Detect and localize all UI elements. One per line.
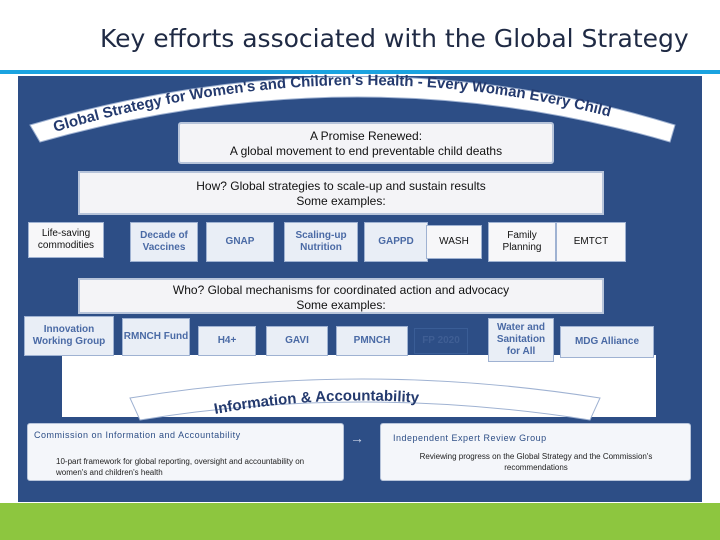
promise-box: A Promise Renewed: A global movement to … [178, 122, 554, 164]
who-line2: Some examples: [296, 298, 386, 312]
review-group-box: Independent Expert Review Group Reviewin… [380, 423, 691, 481]
strategy-chip: Family Planning [488, 222, 556, 262]
how-box: How? Global strategies to scale-up and s… [78, 171, 604, 215]
promise-line1: A Promise Renewed: [309, 129, 423, 143]
how-line2: Some examples: [296, 194, 386, 208]
mechanism-chip: H4+ [198, 326, 256, 356]
mechanism-chip: FP 2020 [414, 328, 468, 354]
mechanism-chip: Water and Sanitation for All [488, 318, 554, 362]
strategy-chip: Life-saving commodities [28, 222, 104, 258]
page-title: Key efforts associated with the Global S… [100, 24, 689, 53]
strategy-chip: Scaling-up Nutrition [284, 222, 358, 262]
footer-bar [0, 503, 720, 540]
commission-text: 10-part framework for global reporting, … [56, 457, 305, 477]
strategy-chip: Decade of Vaccines [130, 222, 198, 262]
arrow-right-icon: → [350, 430, 364, 446]
commission-heading: Commission on Information and Accountabi… [34, 430, 241, 440]
arc-bottom-band [129, 378, 601, 421]
mechanism-chip: PMNCH [336, 326, 408, 356]
mechanism-chip: GAVI [266, 326, 328, 356]
strategy-chip: WASH [426, 225, 482, 259]
review-group-heading: Independent Expert Review Group [393, 433, 547, 443]
strategy-chip: GAPPD [364, 222, 428, 262]
strategy-chip: GNAP [206, 222, 274, 262]
title-bar: Key efforts associated with the Global S… [0, 0, 720, 72]
mechanism-chip: MDG Alliance [560, 326, 654, 358]
mechanism-chip: Innovation Working Group [24, 316, 114, 356]
strategy-chip: EMTCT [556, 222, 626, 262]
commission-box: Commission on Information and Accountabi… [27, 423, 344, 481]
mechanism-chip: RMNCH Fund [122, 318, 190, 356]
who-line1: Who? Global mechanisms for coordinated a… [172, 283, 510, 297]
promise-line2: A global movement to end preventable chi… [229, 144, 503, 158]
how-line1: How? Global strategies to scale-up and s… [196, 179, 486, 193]
who-box: Who? Global mechanisms for coordinated a… [78, 278, 604, 314]
arc-top-band [29, 76, 676, 143]
accent-line [0, 70, 720, 74]
review-group-text: Reviewing progress on the Global Strateg… [419, 452, 653, 472]
